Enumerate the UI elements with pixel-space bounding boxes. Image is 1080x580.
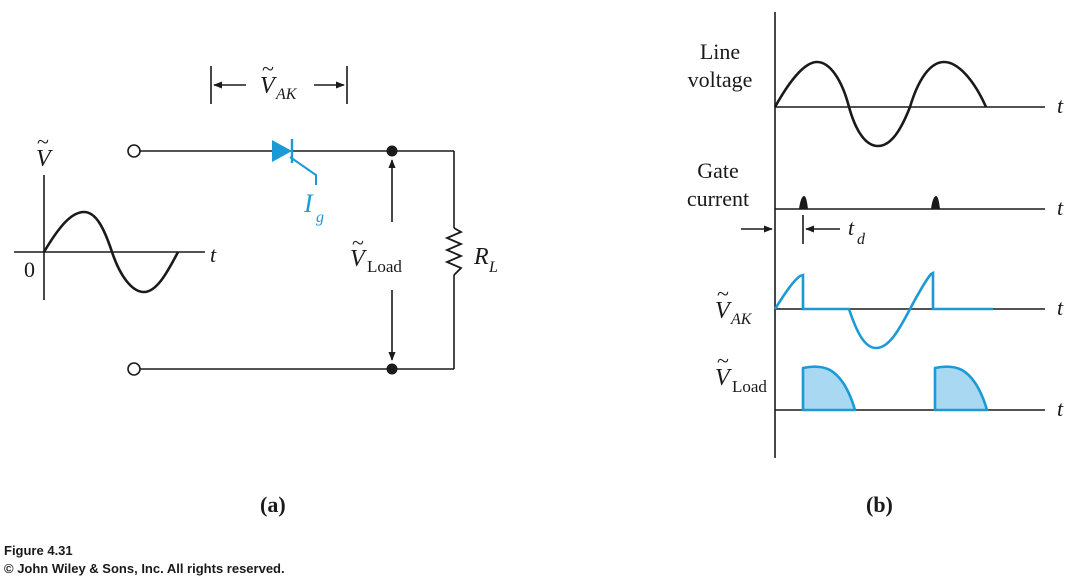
rl-label: R bbox=[473, 244, 489, 270]
gate-pulse-1 bbox=[799, 196, 808, 209]
gate-current-label: I bbox=[303, 189, 314, 218]
line-voltage-label-line2: voltage bbox=[688, 67, 753, 92]
vak-wave-label: V bbox=[715, 298, 732, 324]
gate-pulse-2 bbox=[931, 196, 940, 209]
vak-t-label: t bbox=[1057, 295, 1064, 320]
load-resistor bbox=[444, 227, 464, 276]
vload-tilde: ~ bbox=[352, 230, 364, 255]
source-time-label: t bbox=[210, 242, 217, 267]
gate-current-label-line1: Gate bbox=[697, 158, 739, 183]
thyristor-symbol bbox=[272, 139, 317, 185]
vak-wave-tilde: ~ bbox=[717, 281, 729, 306]
gate-current-subscript: g bbox=[316, 209, 324, 226]
vload-wave-label: V bbox=[715, 365, 732, 391]
vload-wave-tilde: ~ bbox=[717, 348, 729, 373]
panel-a-label: (a) bbox=[260, 492, 286, 517]
figure-number: Figure 4.31 bbox=[4, 543, 73, 558]
gate-lead bbox=[289, 156, 317, 185]
node-bottom bbox=[386, 363, 398, 375]
vload-subscript: Load bbox=[367, 257, 402, 276]
source-voltage-label: V bbox=[36, 146, 53, 172]
panel-b: Line voltage t Gate current t t d ~ V AK… bbox=[687, 12, 1064, 517]
node-top bbox=[386, 145, 398, 157]
vak-waveform bbox=[773, 270, 993, 350]
vload-wave-subscript: Load bbox=[732, 377, 767, 396]
panel-a: ~ V 0 t I g ~ V AK ~ V Loa bbox=[14, 56, 498, 517]
td-label: t bbox=[848, 215, 855, 240]
gate-current-t-label: t bbox=[1057, 195, 1064, 220]
input-terminal-top bbox=[127, 144, 141, 158]
rl-subscript: L bbox=[488, 259, 498, 276]
source-voltage-tilde: ~ bbox=[37, 129, 49, 154]
source-origin-label: 0 bbox=[24, 257, 35, 282]
td-subscript: d bbox=[857, 231, 866, 248]
vak-label: V bbox=[260, 73, 277, 99]
input-terminal-bottom bbox=[127, 362, 141, 376]
vak-tilde: ~ bbox=[262, 56, 274, 81]
vload-label: V bbox=[350, 246, 367, 272]
line-voltage-wave bbox=[773, 60, 988, 148]
source-sine-wave bbox=[42, 210, 180, 294]
line-voltage-label-line1: Line bbox=[700, 39, 740, 64]
gate-current-label-line2: current bbox=[687, 186, 749, 211]
vload-t-label: t bbox=[1057, 396, 1064, 421]
vload-pulse-2 bbox=[933, 365, 989, 412]
vak-wave-subscript: AK bbox=[730, 311, 753, 328]
line-voltage-t-label: t bbox=[1057, 93, 1064, 118]
panel-b-label: (b) bbox=[866, 492, 893, 517]
vload-pulse-1 bbox=[801, 365, 857, 412]
copyright-notice: © John Wiley & Sons, Inc. All rights res… bbox=[4, 561, 285, 576]
vak-subscript: AK bbox=[275, 86, 298, 103]
